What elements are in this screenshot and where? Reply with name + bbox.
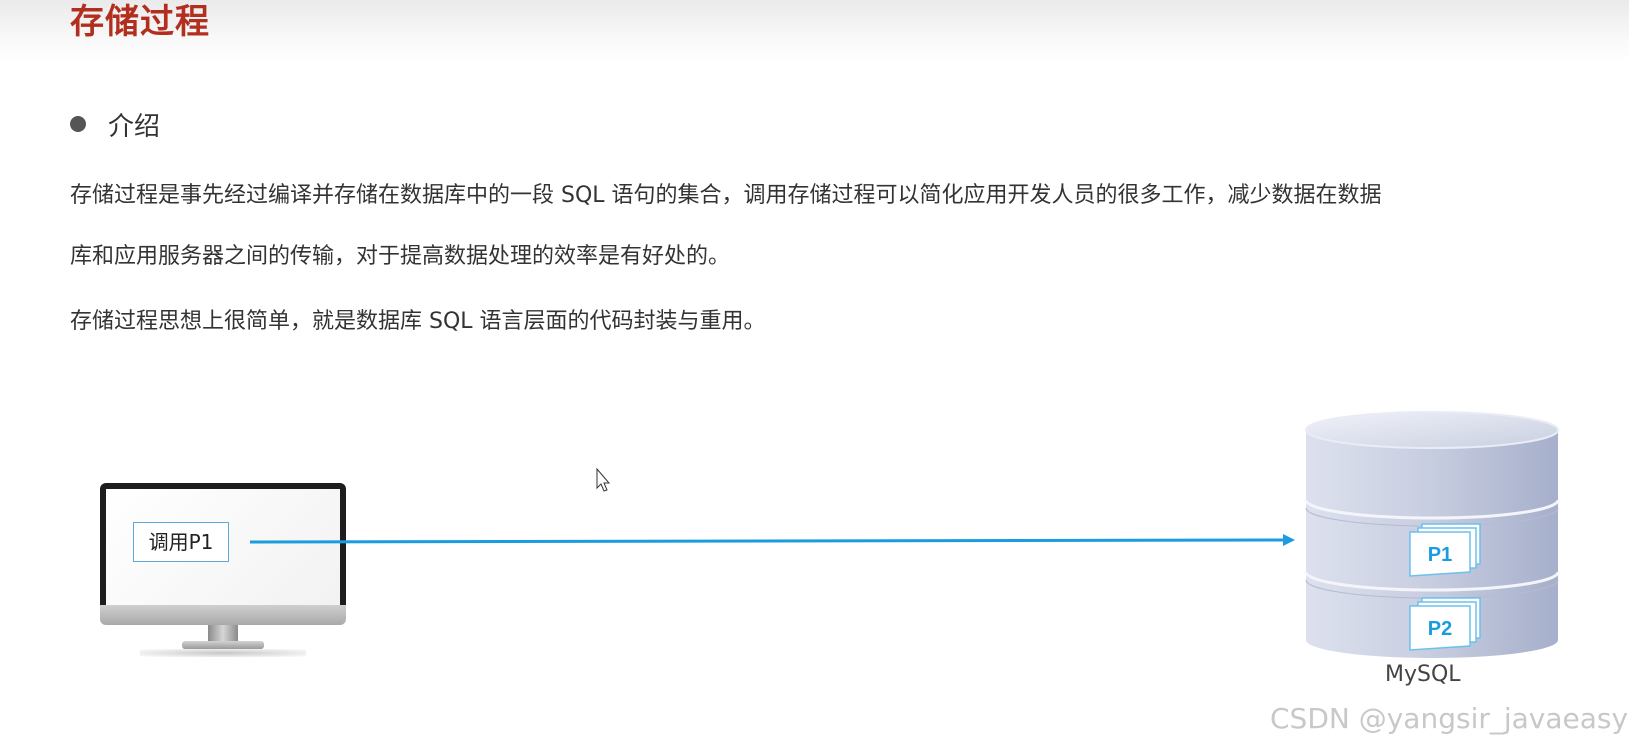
call-arrow-line: [249, 538, 1286, 544]
procedure-p1-label: P1: [1428, 544, 1452, 566]
monitor-screen-frame: 调用P1: [100, 483, 346, 611]
call-arrow: [249, 534, 1295, 546]
bullet-heading: 介绍: [108, 111, 161, 142]
call-p1-button[interactable]: 调用P1: [133, 522, 229, 562]
mouse-cursor-icon: [596, 467, 611, 492]
monitor-shadow: [140, 649, 306, 657]
csdn-watermark: CSDN @yangsir_javaeasy: [1270, 702, 1629, 735]
monitor-stand-base: [182, 641, 264, 649]
concept-paragraph: 存储过程思想上很简单，就是数据库 SQL 语言层面的代码封装与重用。: [70, 309, 766, 334]
bullet-heading-row: 介绍: [70, 104, 160, 144]
intro-paragraph-line-2: 库和应用服务器之间的传输，对于提高数据处理的效率是有好处的。: [70, 244, 731, 269]
procedure-p2-label: P2: [1428, 618, 1452, 640]
monitor-chin: [100, 605, 346, 625]
database-label: MySQL: [1385, 662, 1461, 687]
intro-paragraph-line-1: 存储过程是事先经过编译并存储在数据库中的一段 SQL 语句的集合，调用存储过程可…: [70, 183, 1382, 208]
monitor-stand-neck: [208, 625, 238, 645]
procedure-p2-icon: P2: [1409, 597, 1481, 651]
monitor-screen: 调用P1: [106, 489, 340, 605]
title-band: [0, 0, 1629, 62]
procedure-p1-icon: P1: [1409, 523, 1481, 577]
slide-title: 存储过程: [70, 2, 210, 42]
call-arrow-head: [1283, 534, 1295, 546]
desktop-monitor-icon: 调用P1: [100, 483, 346, 657]
bullet-dot-icon: [70, 116, 86, 132]
